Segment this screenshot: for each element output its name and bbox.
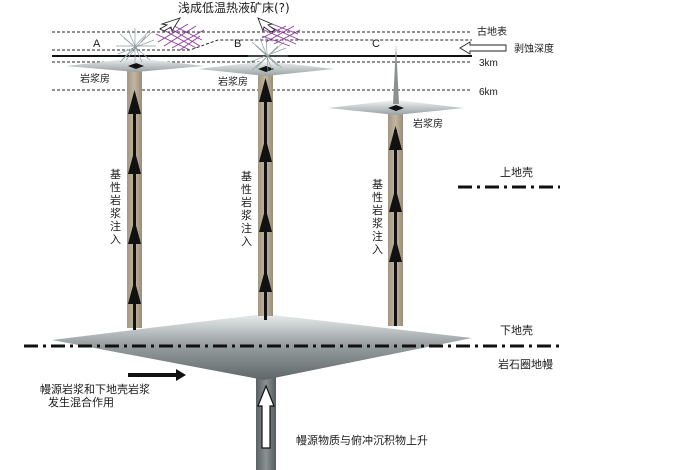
chamber-core-a [128, 63, 144, 69]
magma-chamber-label-c: 岩浆房 [413, 117, 443, 130]
column-c-letter: C [372, 38, 380, 50]
dike-spike-c [393, 44, 399, 104]
epithermal-deposit-a [155, 23, 205, 51]
lithospheric-mantle-label: 岩石圈地幔 [498, 357, 553, 371]
hollow-arrow-a [159, 17, 182, 33]
alteration-halo-a [116, 28, 156, 64]
magma-chamber-label-a: 岩浆房 [80, 72, 110, 85]
injection-arrows-b [259, 78, 272, 320]
upper-crust-label: 上地壳 [500, 165, 533, 179]
lower-crust-label: 下地壳 [500, 323, 533, 337]
mixing-note-line2: 发生混合作用 [48, 395, 114, 409]
hollow-arrow-b [257, 17, 276, 33]
erosion-depth-label: 剥蚀深度 [514, 42, 554, 55]
mixing-note-line1: 幔源岩浆和下地壳岩浆 [40, 382, 150, 396]
chamber-core-b [258, 66, 274, 72]
upwelling-arrow [257, 384, 275, 449]
paleo-surface-line [52, 39, 472, 51]
epithermal-deposit-b [261, 23, 301, 47]
erosion-depth-arrow [459, 41, 507, 55]
column-b-letter: B [234, 38, 241, 50]
depth-3km-label: 3km [479, 58, 498, 69]
column-a-letter: A [93, 38, 101, 50]
diagram-title: 浅成低温热液矿床(?) [178, 0, 290, 15]
injection-label-b: 基性岩浆注入 [241, 170, 252, 248]
depth-6km-label: 6km [479, 87, 498, 98]
injection-label-c: 基性岩浆注入 [372, 178, 383, 256]
surface-label: 古地表 [477, 25, 507, 38]
injection-arrows-a [128, 90, 141, 330]
injection-arrows-c [389, 126, 402, 326]
chamber-core-c [388, 105, 404, 111]
injection-label-a: 基性岩浆注入 [110, 168, 121, 246]
alteration-halo-b [248, 35, 288, 73]
upwelling-note: 幔源物质与俯冲沉积物上升 [296, 433, 428, 447]
mixing-arrow [128, 369, 186, 381]
magma-chamber-label-b: 岩浆房 [218, 75, 248, 88]
